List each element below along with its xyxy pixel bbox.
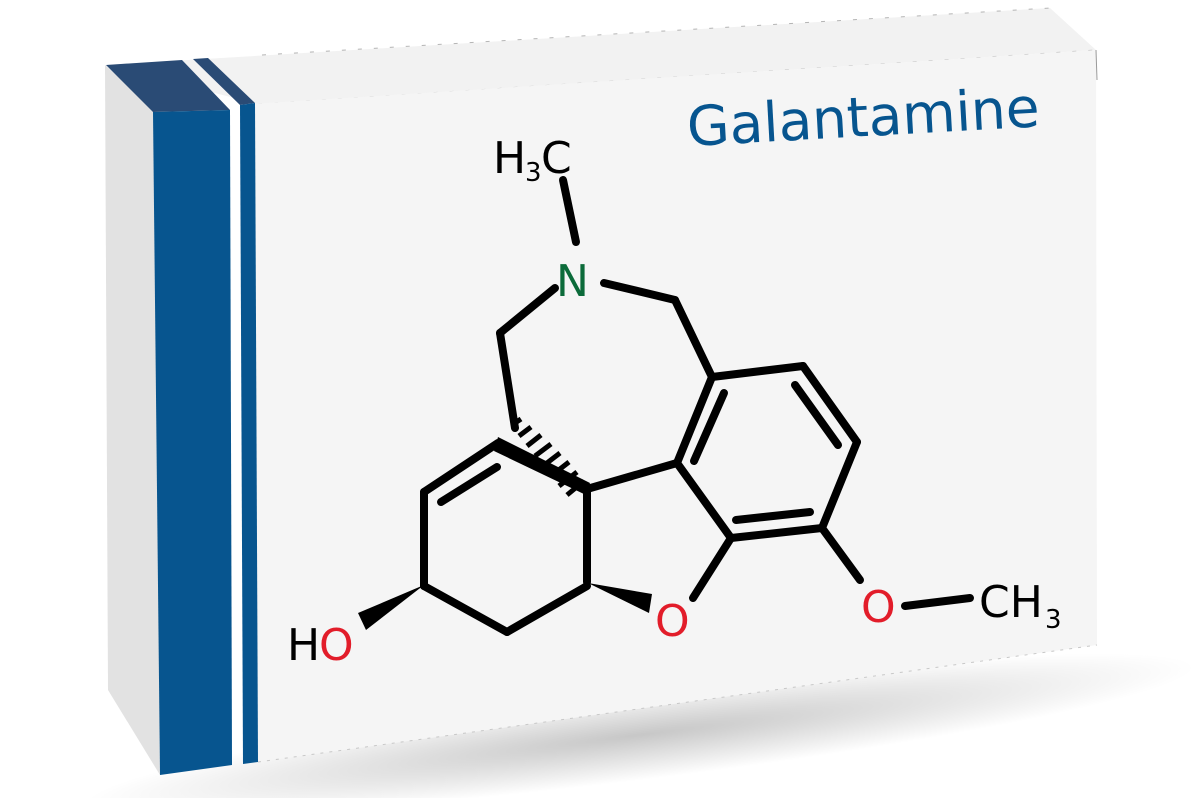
- box-front-face: [250, 50, 1097, 762]
- methyl-top-label: H 3 C: [493, 133, 572, 188]
- methoxy-label: O CH 3: [861, 577, 1062, 635]
- svg-text:3: 3: [1045, 605, 1062, 635]
- svg-text:H: H: [287, 620, 320, 671]
- svg-text:O: O: [319, 620, 354, 671]
- solid-wedge-ether: [588, 583, 652, 613]
- solid-wedge-alkene: [494, 437, 590, 495]
- svg-text:H: H: [493, 133, 526, 184]
- stripe-top-narrow: [193, 58, 255, 105]
- galantamine-structure: [420, 176, 974, 636]
- box-left-face: [105, 65, 160, 775]
- svg-text:3: 3: [525, 158, 542, 188]
- hydroxyl-label: H O: [287, 620, 354, 671]
- svg-text:CH: CH: [979, 577, 1043, 628]
- svg-text:O: O: [861, 582, 896, 633]
- nitrogen-label: N: [556, 256, 589, 307]
- box-shadow: [84, 653, 1196, 802]
- stripe-top-wide: [106, 60, 230, 112]
- svg-text:C: C: [541, 133, 572, 184]
- solid-wedge-hydroxyl: [358, 585, 424, 630]
- ring-oxygen-label: O: [655, 596, 690, 647]
- box-top-face: [105, 8, 1096, 104]
- stripe-front-wide: [153, 110, 232, 775]
- stripe-front-narrow: [240, 103, 258, 764]
